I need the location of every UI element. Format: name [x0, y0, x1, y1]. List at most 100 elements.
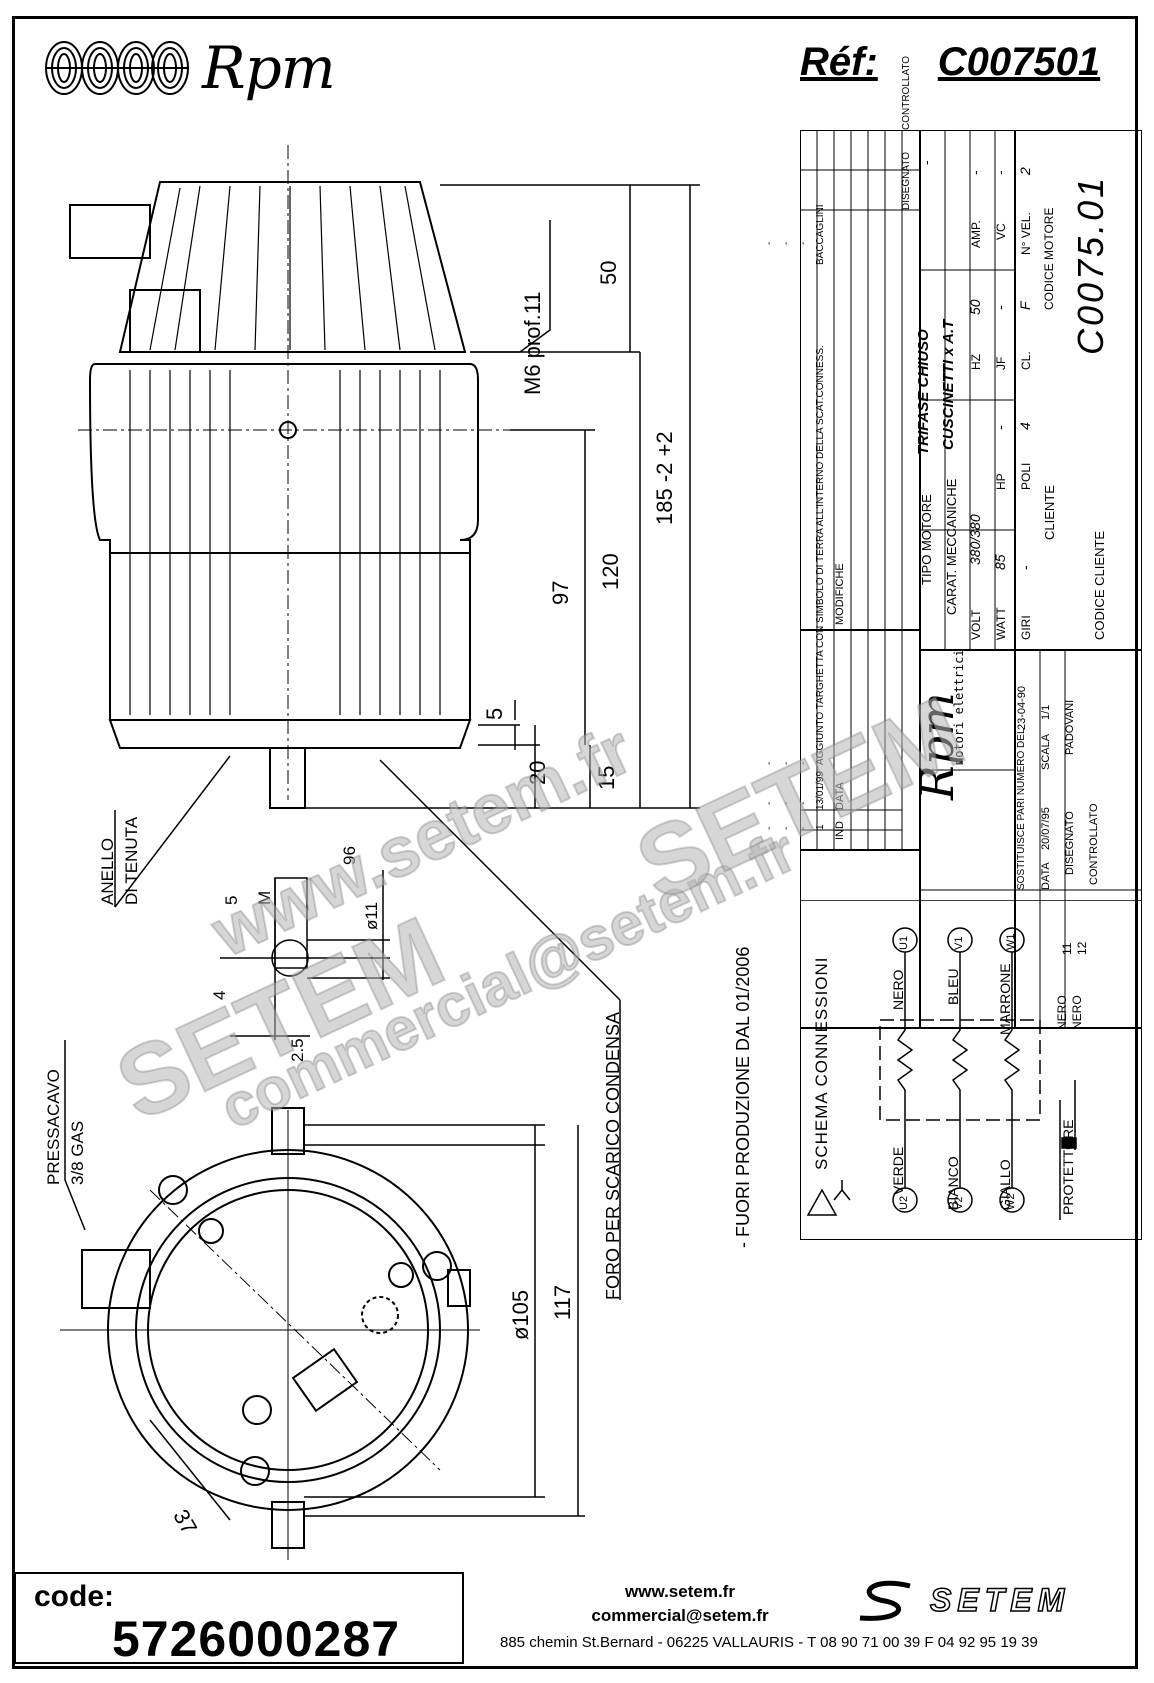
carat-label: CARAT. MECCANICHE — [944, 478, 959, 615]
rev4-disegnato: - — [764, 241, 775, 245]
dim-120: 120 — [598, 553, 623, 590]
terminal-v2: V2 — [953, 1196, 965, 1210]
cl-value: F — [1017, 301, 1033, 310]
codice-motore-label: CODICE MOTORE — [1042, 207, 1056, 310]
jf-label: JF — [994, 356, 1008, 370]
rev1-controllato: - — [918, 160, 934, 165]
motor-body — [88, 363, 479, 721]
pressacavo-label: PRESSACAVO — [44, 1069, 63, 1185]
scala-label: SCALA — [1040, 733, 1052, 770]
watt-label: WATT — [994, 607, 1008, 640]
coil-logo-icon — [45, 41, 189, 95]
dim-50: 50 — [596, 260, 621, 285]
connection-diagram — [800, 900, 1142, 1240]
fuori-produzione-label: - FUORI PRODUZIONE DAL 01/2006 — [733, 946, 753, 1248]
setem-logo-text: SETEM — [929, 1581, 1071, 1619]
reference: Réf: C007501 — [800, 40, 1100, 85]
hz-value: 50 — [967, 299, 983, 315]
wire-bleu: BLEU — [945, 968, 961, 1005]
dim-5: 5 — [482, 707, 507, 720]
motor-top-cover — [118, 181, 467, 353]
code-box: code: 5726000287 — [14, 1572, 464, 1667]
jf-value: - — [992, 305, 1008, 310]
ref-value: C007501 — [937, 40, 1101, 84]
brand-name: Rpm — [202, 34, 336, 102]
dim-185: 185 -2 +2 — [652, 431, 677, 525]
code-label: code: — [34, 1580, 115, 1613]
controllato-label: CONTROLLATO — [1088, 803, 1100, 886]
wire-marrone: MARRONE — [997, 963, 1013, 1035]
ref-label: Réf: — [800, 40, 878, 84]
hdr-controllato: CONTROLLATO — [901, 55, 912, 130]
footer-address: 885 chemin St.Bernard - 06225 VALLAURIS … — [500, 1634, 1038, 1651]
poli-label: POLI — [1019, 462, 1033, 490]
wire-nero-11: NERO — [1055, 995, 1069, 1030]
drawing-frame — [12, 16, 1138, 1669]
tipo-motore-label: TIPO MOTORE — [919, 494, 934, 585]
codice-motore-value: C0075.01 — [1070, 174, 1111, 355]
hp-value: - — [992, 425, 1008, 430]
wire-verde: VERDE — [890, 1146, 906, 1195]
dim-117: 117 — [550, 1284, 575, 1320]
data-value: 20/07/95 — [1040, 807, 1052, 850]
rev3-disegnato: - — [781, 241, 792, 245]
shaft — [269, 748, 306, 809]
wire-nero: NERO — [890, 969, 906, 1010]
terminal-w1: W1 — [1005, 933, 1017, 951]
disegnato-value: PADOVANI — [1064, 699, 1076, 755]
watt-value: 85 — [992, 554, 1008, 570]
giri-value: - — [1017, 565, 1033, 570]
terminal-u1: U1 — [898, 935, 910, 950]
anello-label: ANELLO — [98, 837, 117, 905]
rev1-modifiche: AGGIUNTO TARGHETTA CON SIMBOLO DI TERRA … — [815, 345, 826, 765]
dim-97: 97 — [548, 580, 573, 605]
disegnato-label: DISEGNATO — [1064, 811, 1076, 875]
rev2-disegnato: - — [798, 241, 809, 245]
nvel-value: 2 — [1017, 167, 1033, 175]
terminal-v1: V1 — [953, 936, 965, 950]
code-value: 5726000287 — [112, 1611, 401, 1667]
footer-email[interactable]: commercial@setem.fr — [591, 1606, 769, 1625]
rpm-logo: Rpm — [42, 34, 336, 102]
cable-gland-side — [69, 204, 151, 259]
m6-label: M6 prof.11 — [520, 291, 545, 395]
amp-label: AMP. — [969, 220, 983, 248]
wire-nero-12: NERO — [1070, 995, 1084, 1030]
terminal-w2: W2 — [1005, 1193, 1017, 1211]
setem-swoosh-icon — [859, 1580, 911, 1621]
terminal-11: 11 — [1060, 942, 1074, 955]
foro-label: FORO PER SCARICO CONDENSA — [603, 1011, 623, 1300]
title-block — [800, 130, 1142, 1240]
volt-value: 380/380 — [967, 514, 983, 565]
codice-cliente-label: CODICE CLIENTE — [1092, 530, 1107, 640]
dim-105: ø105 — [508, 1289, 533, 1340]
vc-value: - — [992, 170, 1008, 175]
footer-contact: www.setem.fr commercial@setem.fr — [540, 1580, 820, 1628]
hdr-modifiche: MODIFICHE — [834, 563, 846, 625]
terminal-12: 12 — [1075, 941, 1089, 955]
di-tenuta-label: DI TENUTA — [122, 816, 141, 905]
sostituisce-label: SOSTITUISCE PARI NUMERO DEL — [1016, 728, 1027, 890]
motor-end-view — [81, 1107, 471, 1549]
sostituisce-value: 23-04-90 — [1016, 685, 1028, 730]
cliente-label: CLIENTE — [1042, 485, 1057, 540]
volt-label: VOLT — [969, 609, 983, 640]
setem-logo: SETEM — [850, 1576, 1120, 1626]
schema-title: SCHEMA CONNESSIONI — [812, 956, 831, 1170]
vc-label: VC — [994, 223, 1008, 240]
giri-label: GIRI — [1019, 615, 1033, 640]
data-label: DATA — [1040, 862, 1052, 890]
footer-web[interactable]: www.setem.fr — [625, 1582, 735, 1601]
hp-label: HP — [994, 473, 1008, 490]
amp-value: - — [967, 170, 983, 175]
poli-value: 4 — [1017, 422, 1033, 430]
rev1-disegnato: BACCAGLINI — [815, 204, 826, 265]
protettore-label: PROTETTORE — [1060, 1119, 1076, 1215]
tipo-motore-value: TRIFASE CHIUSO — [915, 329, 932, 455]
gas-label: 3/8 GAS — [68, 1120, 87, 1185]
carat-value: CUSCINETTI x A.T — [940, 319, 957, 450]
nvel-label: N° VEL. — [1019, 212, 1033, 255]
hz-label: HZ — [969, 354, 983, 370]
scala-value: 1/1 — [1040, 704, 1052, 720]
